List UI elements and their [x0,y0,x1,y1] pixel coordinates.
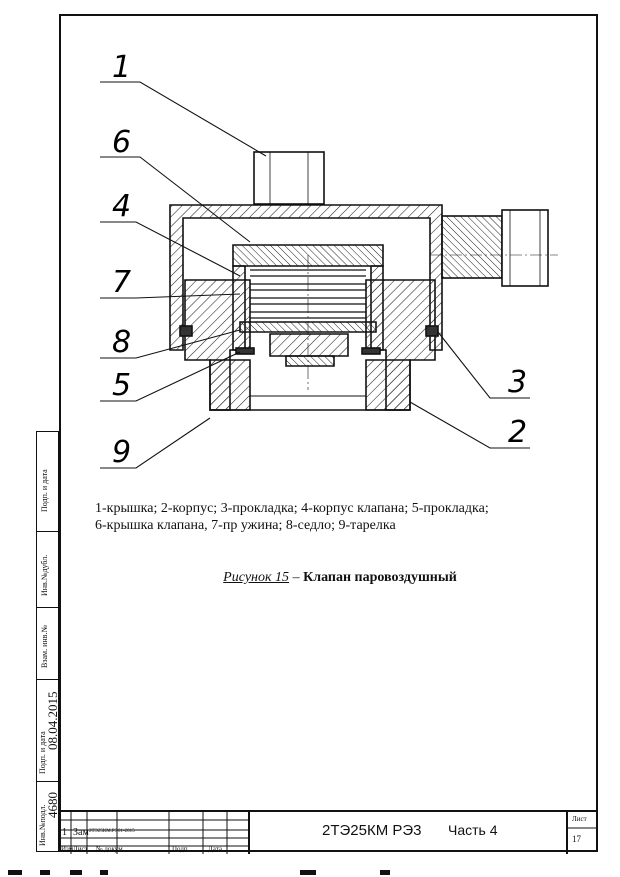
legend-line-1: 1-крышка; 2-корпус; 3-прокладка; 4-корпу… [95,501,489,516]
callout-6: 6 [112,125,131,160]
figure-number: Рисунок 15 [223,570,290,585]
callout-1: 1 [112,50,131,85]
document-part: Часть 4 [448,822,498,838]
title-block-grid [59,812,598,854]
stamp-izm-value: 1 [62,827,67,838]
title-block [59,810,598,854]
figure-caption: Рисунок 15 – Клапан паровоздушный [0,570,620,586]
figure-title: Клапан паровоздушный [303,570,457,585]
sheet-number: 17 [572,834,581,844]
drawing-frame [59,14,598,852]
left-sidebar-stamp: Подп. и дата Инв.№дубл. Взам. инв.№ Подп… [36,431,60,852]
legend-line-2: 6-крышка клапана, 7-пр ужина; 8-седло; 9… [95,518,396,533]
sidebar-cell: Инв.№дубл. [37,532,58,608]
stamp-header-podp: Подп. [172,845,190,853]
caption-dash: – [289,570,304,585]
stamp-doc-small: 2ТЭ25КМ.РЭ01-2015 [89,829,135,834]
stamp-header-izm: Изм [61,845,74,853]
stamp-header-data: Дата [208,845,222,853]
sidebar-date: 08.04.2015 [45,691,60,751]
sidebar-cell: Подп. и дата [37,432,58,532]
sheet-label: Лист [572,815,587,823]
bottom-edge-artifacts [8,870,390,875]
callout-4: 4 [112,189,131,224]
sidebar-label: Взам. инв.№ [40,624,49,668]
sidebar-cell: Инв.№подл. 4680 [37,782,60,851]
sidebar-cell: Подп. и дата 08.04.2015 [37,680,60,782]
sidebar-label: Инв.№дубл. [40,554,49,596]
callout-9: 9 [112,435,131,470]
document-number: 2ТЭ25КМ РЭ3 [322,822,422,839]
callout-7: 7 [112,265,131,300]
callout-5: 5 [112,368,131,403]
callout-2: 2 [508,415,527,450]
part-legend: 1-крышка; 2-корпус; 3-прокладка; 4-корпу… [95,500,535,534]
sidebar-cell: Взам. инв.№ [37,608,58,680]
stamp-zam-value: Зам [73,827,89,838]
valve-cross-section-drawing: 1 6 4 7 8 5 9 3 2 [100,50,558,470]
stamp-header-docnum: № докум. [96,845,125,853]
stamp-header-list: Лист [73,845,88,853]
callout-8: 8 [112,325,131,360]
sidebar-label: Подп. и дата [40,469,49,512]
callout-3: 3 [508,365,527,400]
